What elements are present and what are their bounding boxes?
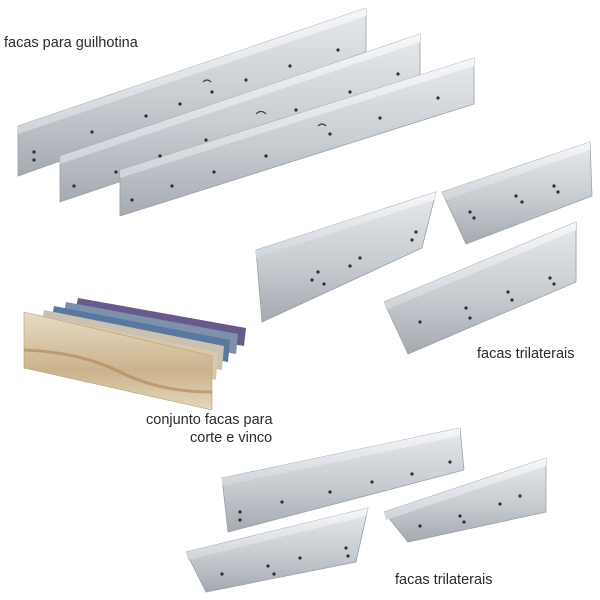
creasing-rule-set bbox=[23, 298, 246, 411]
trilateral-knife-bottom bbox=[383, 221, 577, 355]
trilateral-holes-bottom bbox=[220, 460, 522, 576]
trilateral-knife-bottom-left bbox=[185, 507, 369, 593]
caption-trilateral-knives-bottom: facas trilaterais bbox=[395, 572, 493, 588]
trilateral-knife-top bbox=[441, 141, 593, 245]
guillotine-knife-3 bbox=[119, 57, 475, 217]
guillotine-holes bbox=[32, 48, 440, 202]
trilateral-holes-top bbox=[310, 184, 560, 324]
guillotine-logo-icon bbox=[202, 79, 327, 127]
trilateral-knife-long bbox=[221, 427, 465, 533]
trilateral-knife-bottom-right bbox=[383, 457, 547, 543]
caption-creasing-set-line2: corte e vinco bbox=[190, 430, 273, 446]
caption-trilateral-knives-top: facas trilaterais bbox=[477, 346, 575, 362]
caption-creasing-set-line1: conjunto facas para bbox=[146, 412, 273, 428]
caption-guillotine-knives: facas para guilhotina bbox=[4, 35, 138, 51]
trilateral-knife-left bbox=[255, 191, 437, 323]
